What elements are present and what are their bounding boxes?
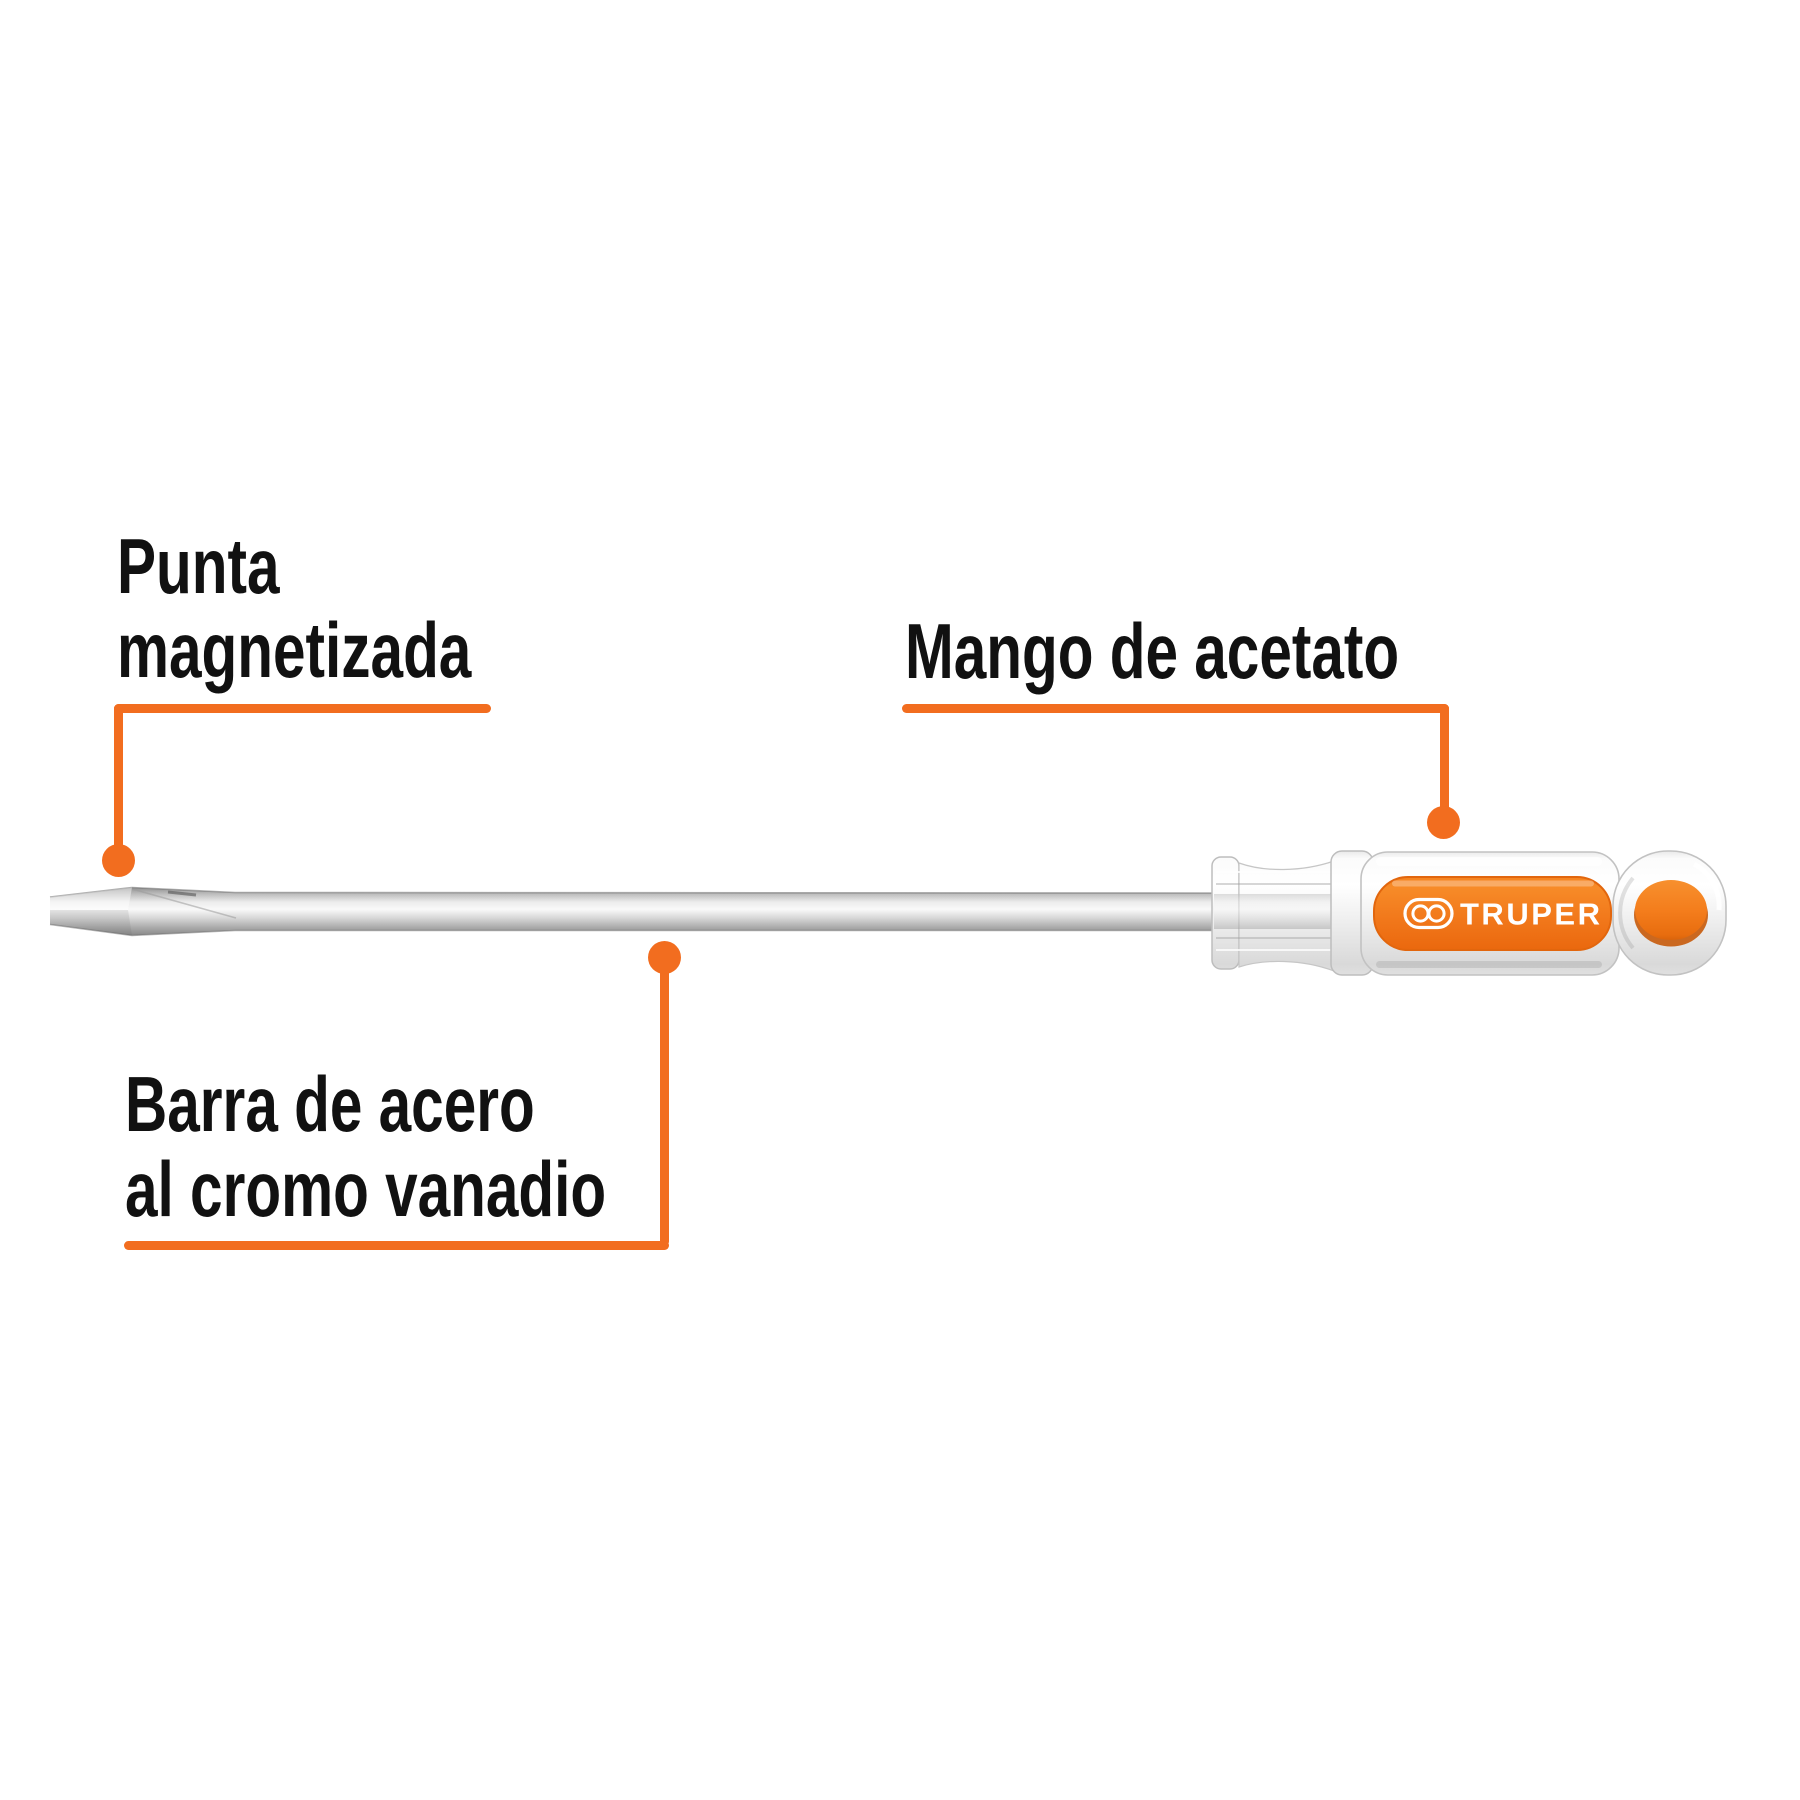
screwdriver-shaft xyxy=(49,886,1217,937)
label-mango-de-acetato: Mango de acetato xyxy=(905,609,1399,693)
callout-dot-mango xyxy=(1427,806,1460,839)
brand-wordmark: TRUPER xyxy=(1460,897,1602,932)
shaft-top-edge xyxy=(49,886,1217,898)
callout-dot-punta xyxy=(102,844,135,877)
tip-lower-facet xyxy=(50,910,132,936)
truper-logo-icon xyxy=(1403,897,1454,930)
callout-line-barra-vertical xyxy=(660,958,669,1246)
callout-line-mango-horizontal xyxy=(902,704,1449,713)
callout-line-barra-horizontal xyxy=(124,1241,669,1250)
callout-dot-barra xyxy=(648,941,681,974)
brand-badge-highlight xyxy=(1392,880,1594,887)
brand-badge xyxy=(1373,876,1612,951)
label-line: magnetizada xyxy=(117,606,472,694)
label-punta-magnetizada: Punta magnetizada xyxy=(117,524,471,692)
screwdriver-handle: TRUPER xyxy=(1211,850,1727,976)
callout-line-punta-horizontal xyxy=(114,704,491,713)
callout-line-mango-vertical xyxy=(1440,704,1449,812)
label-line: Punta xyxy=(117,522,280,610)
handle-body-shade xyxy=(1376,961,1602,968)
ball-shade xyxy=(1618,876,1635,950)
shaft-body xyxy=(50,887,1216,936)
end-button xyxy=(1635,880,1707,940)
label-line: al cromo vanadio xyxy=(125,1145,607,1233)
label-barra-de-acero: Barra de acero al cromo vanadio xyxy=(125,1062,606,1232)
label-line: Barra de acero xyxy=(125,1060,535,1148)
tip-slot-mark xyxy=(167,890,197,897)
tip-upper-facet xyxy=(50,887,132,910)
logo-ring xyxy=(1427,904,1446,923)
ball-highlight xyxy=(1692,861,1722,911)
label-line: Mango de acetato xyxy=(905,607,1400,695)
callout-line-punta-vertical xyxy=(114,704,123,854)
logo-stadium xyxy=(1403,897,1454,930)
shaft-bottom-edge xyxy=(49,923,1216,937)
handle-body-highlight xyxy=(1376,857,1602,866)
shaft-through-neck xyxy=(1214,894,1332,929)
tip-bevel-seam xyxy=(131,888,237,919)
